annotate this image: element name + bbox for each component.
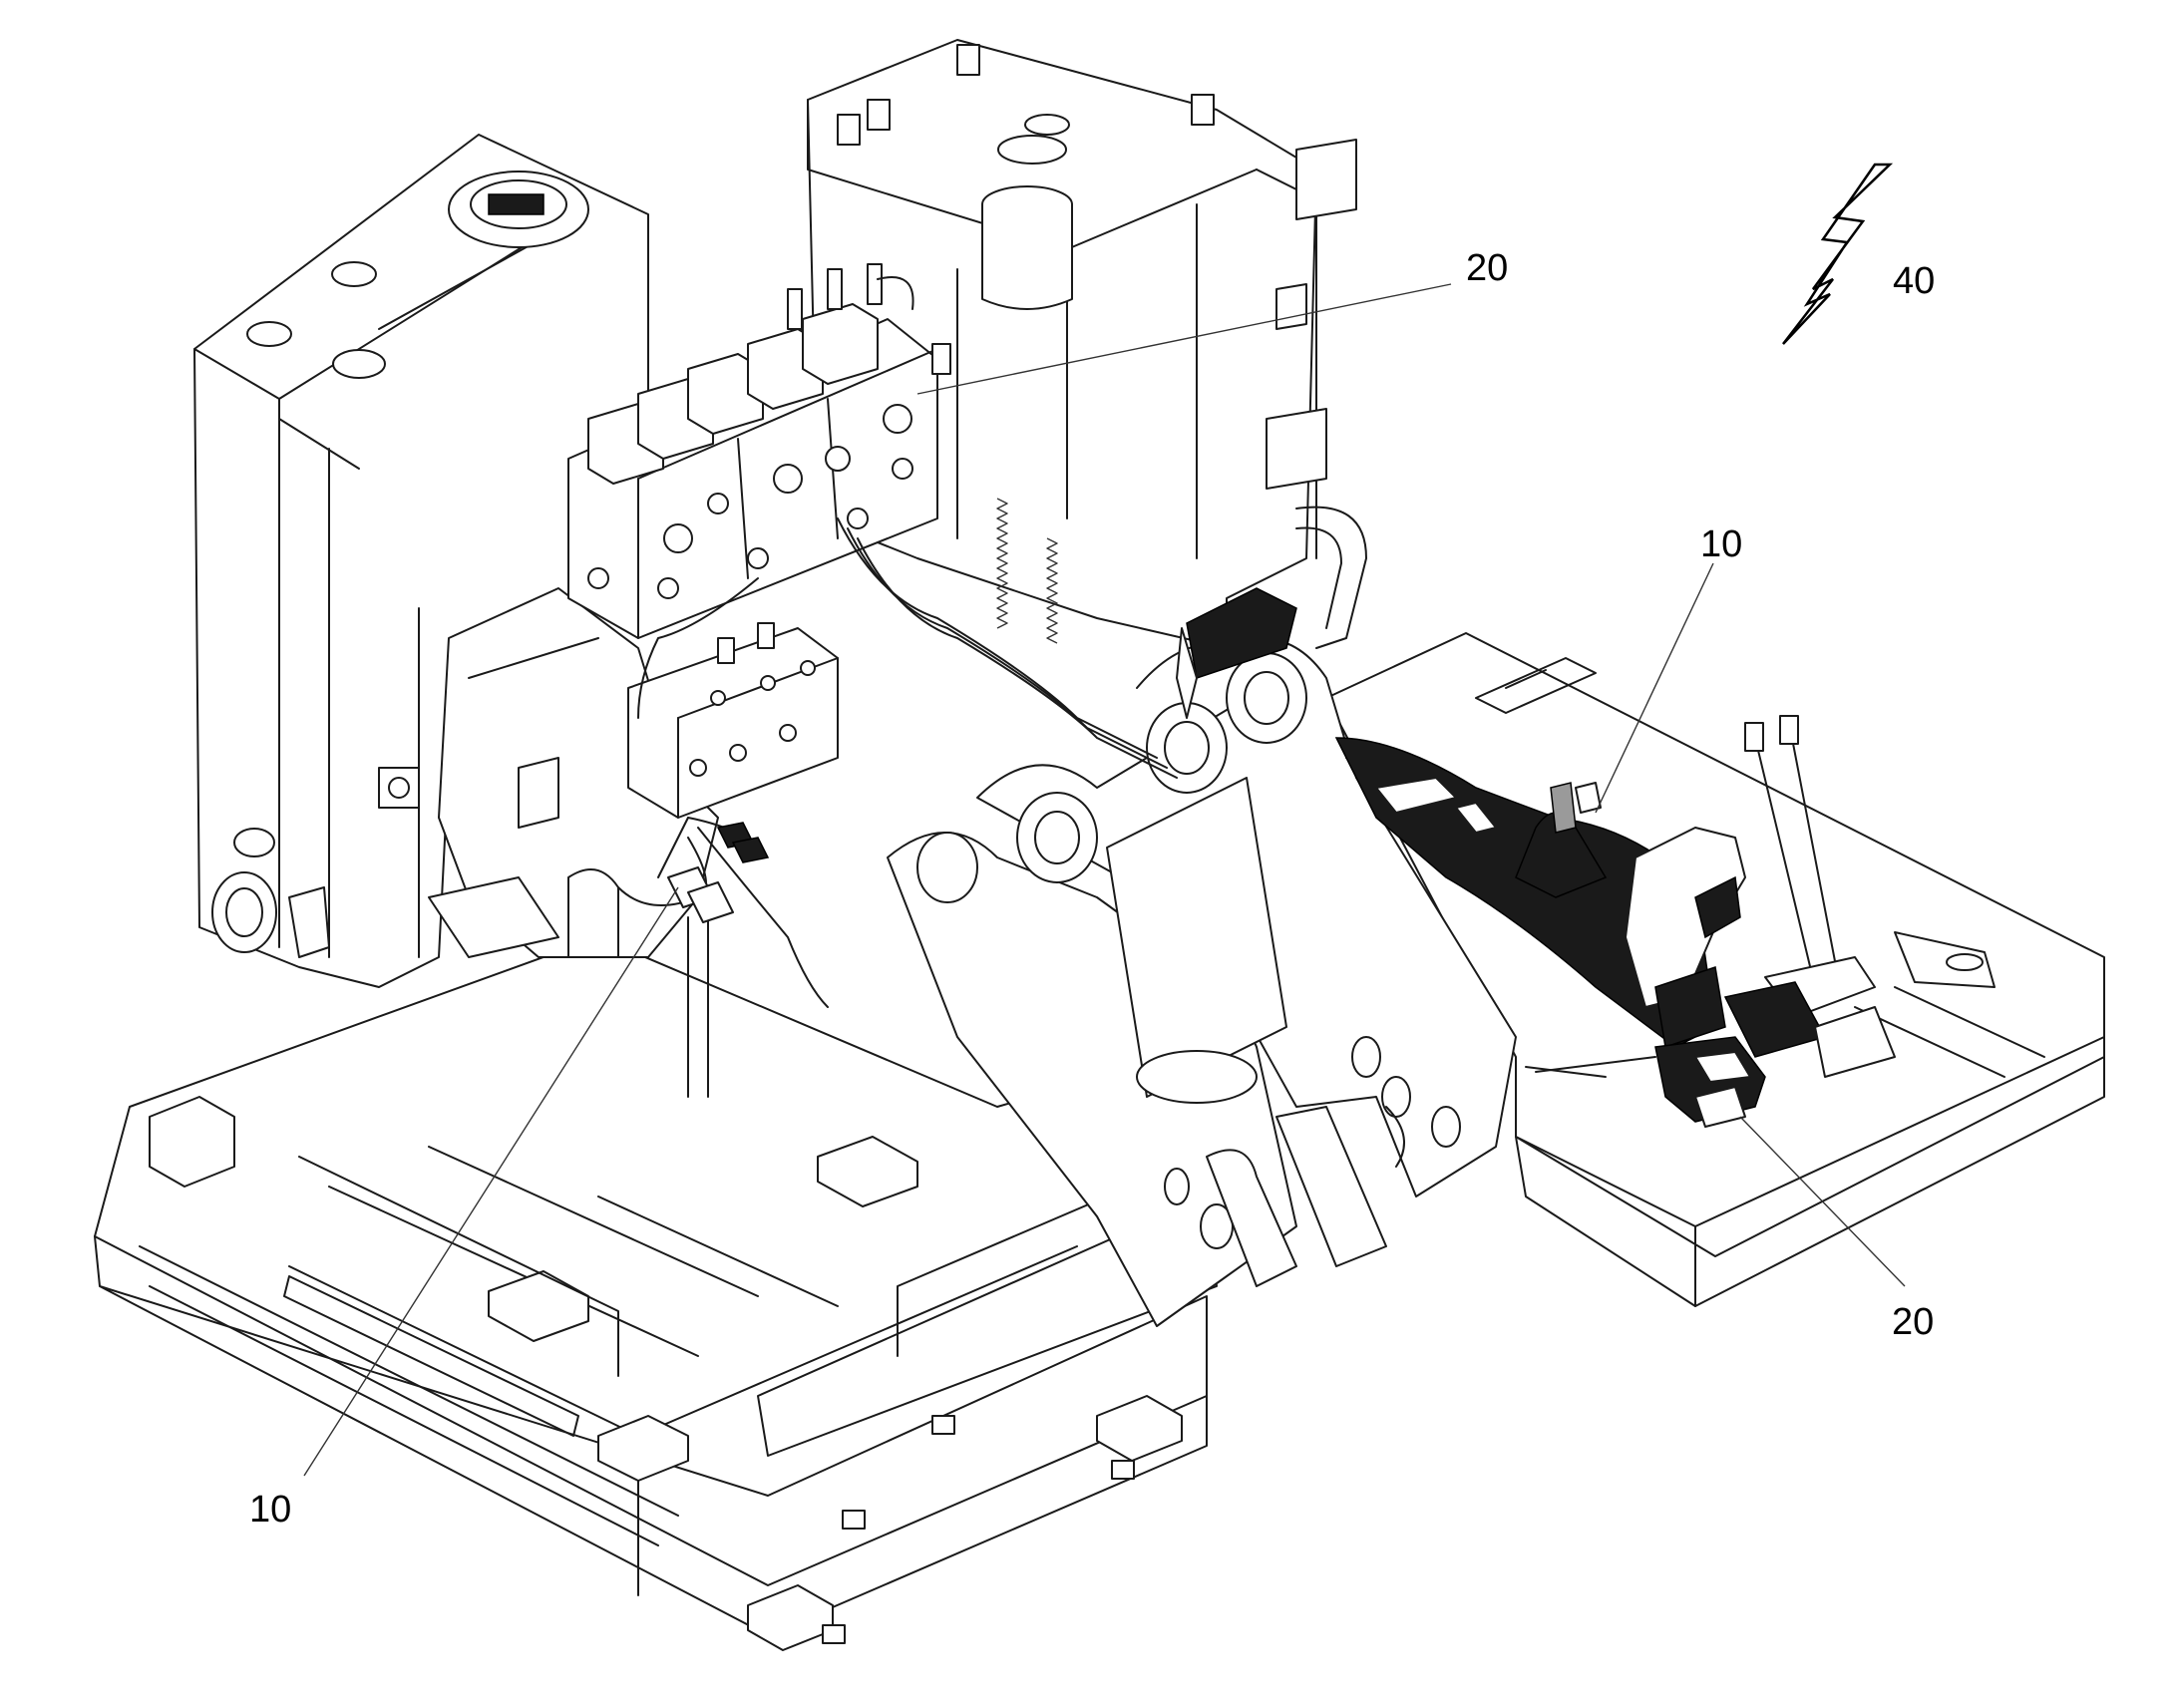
lightning-symbol-label: 40 <box>1893 260 1936 302</box>
base-frame <box>94 936 1218 1651</box>
joystick-console <box>1334 737 1766 1128</box>
valve-block-main <box>567 263 951 639</box>
callout-label-20: 20 <box>1892 1301 1935 1343</box>
callout-label-20: 20 <box>1466 247 1509 289</box>
boom-brackets <box>887 587 1517 1327</box>
valve-block-lower <box>627 622 839 819</box>
callout-label-10: 10 <box>249 1489 292 1531</box>
lightning-bolt-icon <box>1782 163 1894 345</box>
radiator-tank <box>193 134 649 988</box>
cab-floor <box>1325 632 2105 1307</box>
leader-lines <box>303 283 1906 1477</box>
callout-label-10: 10 <box>1700 523 1743 565</box>
